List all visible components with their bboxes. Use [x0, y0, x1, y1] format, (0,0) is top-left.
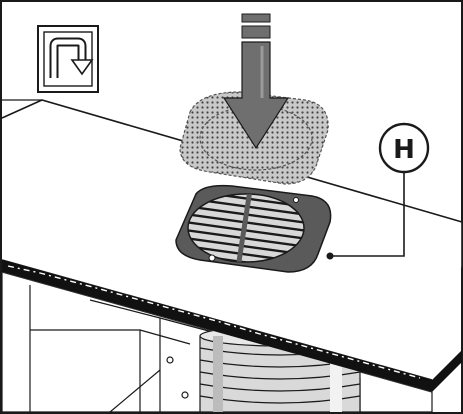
callout-label: H	[393, 135, 415, 165]
filter-screw-dot	[293, 197, 299, 203]
callout-h: H	[378, 122, 430, 174]
rotate-arrow-icon	[37, 25, 99, 93]
down-arrow-icon	[222, 13, 290, 150]
callout-leader-line	[326, 170, 405, 260]
grease-filter	[175, 184, 332, 273]
front-seal-strip	[2, 260, 462, 392]
filter-latch-dot	[208, 254, 216, 262]
